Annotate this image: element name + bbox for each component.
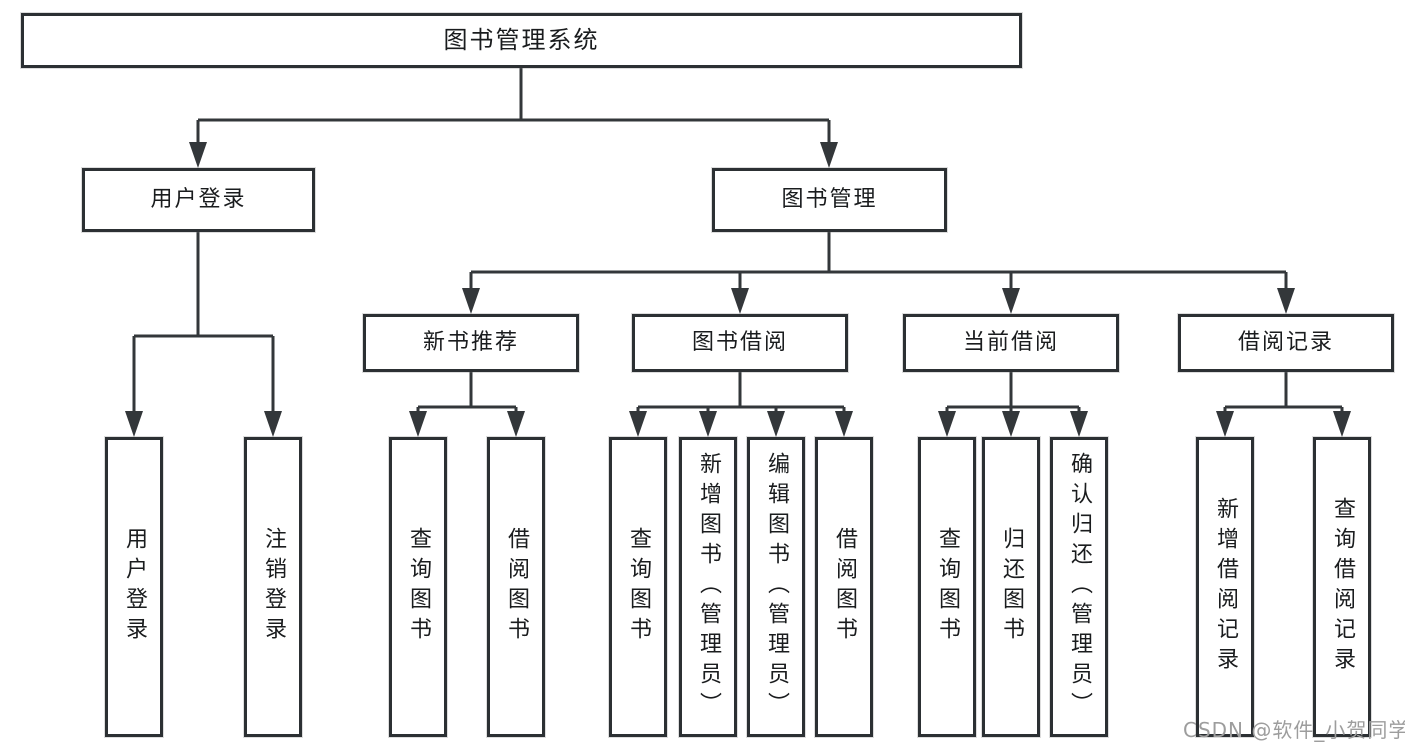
leaf-confirm-return-admin-label: 确认归还（管理员） — [1067, 452, 1092, 722]
leaf-user-login-label: 用户登录 — [122, 527, 147, 647]
node-book-management: 图书管理 — [712, 168, 947, 232]
leaf-logout-label: 注销登录 — [261, 527, 286, 647]
node-user-login: 用户登录 — [82, 168, 315, 232]
leaf-borrow-query-books: 查询图书 — [609, 437, 667, 737]
leaf-edit-book-admin-label: 编辑图书（管理员） — [764, 452, 789, 722]
leaf-recommend-borrow-books-label: 借阅图书 — [504, 527, 529, 647]
arrowhead-icons — [125, 142, 1351, 437]
leaf-recommend-borrow-books: 借阅图书 — [487, 437, 545, 737]
node-current-borrow-label: 当前借阅 — [962, 329, 1059, 355]
leaf-add-book-admin-label: 新增图书（管理员） — [696, 452, 721, 722]
node-library-system-label: 图书管理系统 — [443, 26, 600, 55]
leaf-borrow-books-label: 借阅图书 — [832, 527, 857, 647]
node-book-borrow: 图书借阅 — [632, 314, 848, 372]
node-book-borrow-label: 图书借阅 — [691, 329, 788, 355]
node-new-book-recommend-label: 新书推荐 — [422, 329, 519, 355]
leaf-current-query-books-label: 查询图书 — [935, 527, 960, 647]
leaf-recommend-query-books-label: 查询图书 — [406, 527, 431, 647]
leaf-confirm-return-admin: 确认归还（管理员） — [1050, 437, 1108, 737]
leaf-user-login: 用户登录 — [105, 437, 163, 737]
leaf-add-book-admin: 新增图书（管理员） — [679, 437, 737, 737]
node-borrow-records: 借阅记录 — [1178, 314, 1394, 372]
leaf-recommend-query-books: 查询图书 — [389, 437, 447, 737]
leaf-add-borrow-record-label: 新增借阅记录 — [1213, 497, 1238, 677]
leaf-borrow-books: 借阅图书 — [815, 437, 873, 737]
leaf-edit-book-admin: 编辑图书（管理员） — [747, 437, 805, 737]
leaf-current-query-books: 查询图书 — [918, 437, 976, 737]
node-new-book-recommend: 新书推荐 — [363, 314, 579, 372]
leaf-query-borrow-record: 查询借阅记录 — [1313, 437, 1371, 737]
leaf-add-borrow-record: 新增借阅记录 — [1196, 437, 1254, 737]
node-current-borrow: 当前借阅 — [903, 314, 1119, 372]
leaf-return-books: 归还图书 — [982, 437, 1040, 737]
watermark: CSDN @软件_小贺同学 — [1183, 718, 1405, 742]
leaf-logout: 注销登录 — [244, 437, 302, 737]
leaf-return-books-label: 归还图书 — [999, 527, 1024, 647]
node-book-management-label: 图书管理 — [781, 186, 878, 212]
leaf-query-borrow-record-label: 查询借阅记录 — [1330, 497, 1355, 677]
node-borrow-records-label: 借阅记录 — [1237, 329, 1334, 355]
node-library-system: 图书管理系统 — [21, 13, 1022, 68]
leaf-borrow-query-books-label: 查询图书 — [626, 527, 651, 647]
node-user-login-label: 用户登录 — [150, 186, 247, 212]
